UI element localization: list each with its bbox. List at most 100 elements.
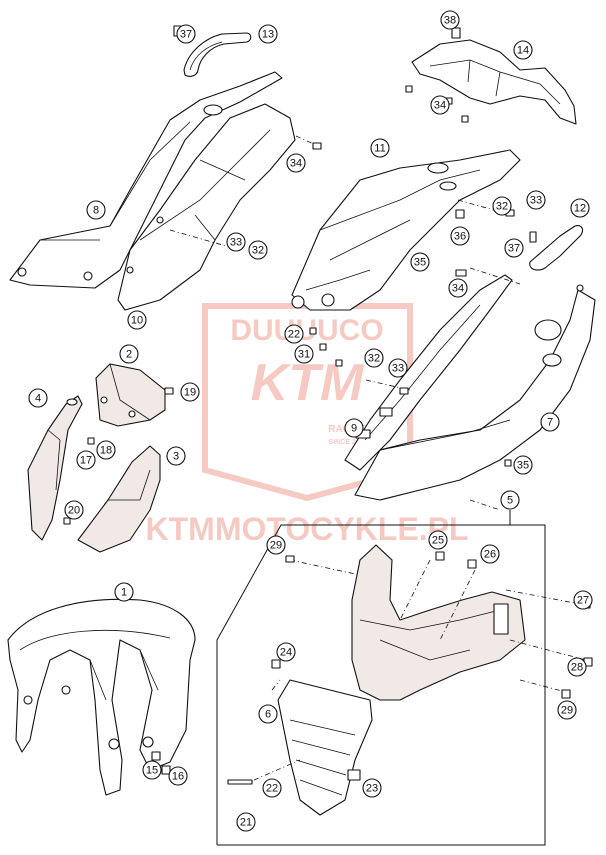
callout-c11: 11 xyxy=(370,138,390,158)
part-4-side-spoiler xyxy=(27,395,83,541)
callout-number: 9 xyxy=(351,423,357,435)
callout-c34c: 34 xyxy=(448,278,468,298)
callout-c12: 12 xyxy=(570,198,590,218)
callout-c27: 27 xyxy=(573,590,593,610)
callout-number: 15 xyxy=(146,765,158,777)
callout-number: 16 xyxy=(172,771,184,783)
callout-circle xyxy=(168,766,188,786)
group-5-frame xyxy=(216,510,546,846)
callout-c7: 7 xyxy=(540,412,560,432)
callout-circle xyxy=(480,544,500,564)
callout-c23: 23 xyxy=(362,778,382,798)
watermark: DUUUUCO KTM RACING SINCE 2008 KTMMOTOCYK… xyxy=(146,303,468,547)
callout-circle xyxy=(567,657,587,677)
callout-circle xyxy=(388,358,408,378)
callout-number: 22 xyxy=(266,783,278,795)
callout-c34a: 34 xyxy=(286,153,306,173)
callout-circle xyxy=(294,344,314,364)
callout-circle xyxy=(127,310,147,330)
callout-number: 33 xyxy=(392,363,404,375)
callout-circle xyxy=(513,455,533,475)
callout-c17: 17 xyxy=(76,450,96,470)
callout-c37a: 37 xyxy=(176,24,196,44)
callout-c1: 1 xyxy=(114,582,134,602)
callout-circle xyxy=(262,778,282,798)
callout-number: 8 xyxy=(93,205,99,217)
callout-c8: 8 xyxy=(86,200,106,220)
part-9-rear-rail xyxy=(344,274,513,471)
part-5-rear-fender xyxy=(351,544,526,701)
callout-number: 20 xyxy=(68,505,80,517)
callout-circle xyxy=(236,812,256,832)
callout-c29b: 29 xyxy=(557,700,577,720)
callout-c5: 5 xyxy=(500,490,520,510)
callout-number: 6 xyxy=(265,709,271,721)
callout-circle xyxy=(114,582,134,602)
callout-circle xyxy=(286,153,306,173)
callout-circle xyxy=(64,500,84,520)
callout-circle xyxy=(450,226,470,246)
callout-circle xyxy=(540,412,560,432)
callout-number: 22 xyxy=(288,329,300,341)
callout-number: 32 xyxy=(252,245,264,257)
callout-number: 34 xyxy=(290,158,302,170)
callout-number: 36 xyxy=(454,231,466,243)
part-14-tail-bracket xyxy=(405,27,577,125)
callout-c32c: 32 xyxy=(364,348,384,368)
callout-number: 28 xyxy=(571,662,583,674)
callout-number: 1 xyxy=(121,587,127,599)
callout-circle xyxy=(258,704,278,724)
callout-number: 32 xyxy=(368,353,380,365)
part-10-inner-panel xyxy=(117,103,296,311)
callout-number: 23 xyxy=(366,783,378,795)
callout-c36: 36 xyxy=(450,226,470,246)
callout-circle xyxy=(500,490,520,510)
part-6-license-holder xyxy=(277,679,373,816)
callout-circle xyxy=(362,778,382,798)
callout-number: 11 xyxy=(374,143,385,155)
callout-c38: 38 xyxy=(440,10,460,30)
callout-circle xyxy=(266,535,286,555)
callout-number: 26 xyxy=(484,549,496,561)
part-1-front-fender xyxy=(7,598,196,796)
callout-number: 29 xyxy=(270,540,282,552)
callout-number: 35 xyxy=(517,460,529,472)
callout-number: 29 xyxy=(561,705,573,717)
part-12-grab-handle xyxy=(529,225,584,271)
part-3-spoiler xyxy=(77,445,161,553)
callout-c35b: 35 xyxy=(513,455,533,475)
callout-number: 31 xyxy=(298,349,310,361)
callout-circle xyxy=(166,446,186,466)
callout-c10: 10 xyxy=(127,310,147,330)
callout-c33b: 33 xyxy=(226,232,246,252)
callout-number: 3 xyxy=(173,451,179,463)
callout-circle xyxy=(86,200,106,220)
part-8-side-fairing xyxy=(9,71,283,289)
callout-c16: 16 xyxy=(168,766,188,786)
callout-c37b: 37 xyxy=(504,238,524,258)
callout-circle xyxy=(344,418,364,438)
callout-number: 24 xyxy=(280,647,292,659)
callout-circle xyxy=(492,196,512,216)
callout-number: 32 xyxy=(496,201,508,213)
callout-number: 2 xyxy=(126,349,132,361)
callout-number: 10 xyxy=(131,315,143,327)
callout-number: 38 xyxy=(444,15,456,27)
callout-circle xyxy=(258,24,278,44)
callout-c20: 20 xyxy=(64,500,84,520)
callout-number: 7 xyxy=(547,417,553,429)
callout-number: 33 xyxy=(530,195,542,207)
callout-number: 33 xyxy=(230,237,242,249)
callout-number: 14 xyxy=(517,45,529,57)
callout-number: 25 xyxy=(432,535,444,547)
callout-c15: 15 xyxy=(142,760,162,780)
watermark-brand-sub-2: SINCE 2008 xyxy=(329,439,368,446)
callout-number: 27 xyxy=(577,595,589,607)
callout-circle xyxy=(226,232,246,252)
callout-number: 4 xyxy=(35,393,41,405)
callout-c32b: 32 xyxy=(248,240,268,260)
callout-number: 34 xyxy=(452,283,464,295)
callout-number: 17 xyxy=(80,455,92,467)
callout-circle xyxy=(410,252,430,272)
